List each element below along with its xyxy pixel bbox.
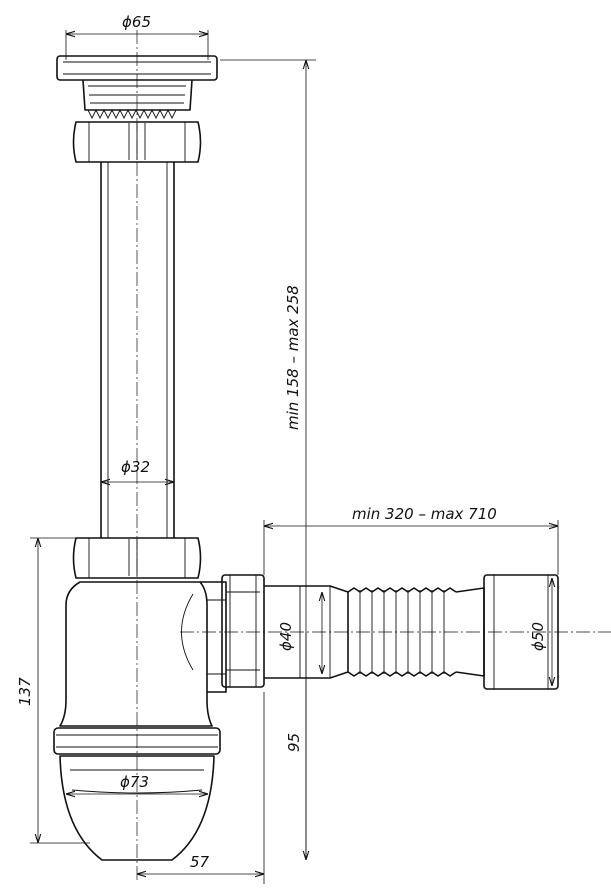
label-flex-length: min 320 – max 710 (352, 505, 497, 523)
label-trap-height: 137 (16, 677, 34, 706)
label-bowl-offset: 57 (190, 853, 210, 871)
label-pipe-diameter: ϕ32 (121, 458, 150, 476)
label-outlet-diameter: ϕ65 (122, 13, 151, 31)
label-pipe-height: min 158 – max 258 (284, 285, 302, 430)
label-bowl-diameter: ϕ73 (120, 773, 149, 791)
label-flex-inlet-diameter: ϕ40 (277, 622, 295, 651)
vertical-pipe (100, 162, 175, 538)
label-outlet-height: 95 (285, 733, 303, 752)
side-nut (221, 574, 265, 688)
label-flex-outlet-diameter: ϕ50 (529, 622, 547, 651)
dimension-lines (30, 30, 559, 884)
center-lines (136, 30, 611, 880)
trap-body (53, 581, 227, 861)
